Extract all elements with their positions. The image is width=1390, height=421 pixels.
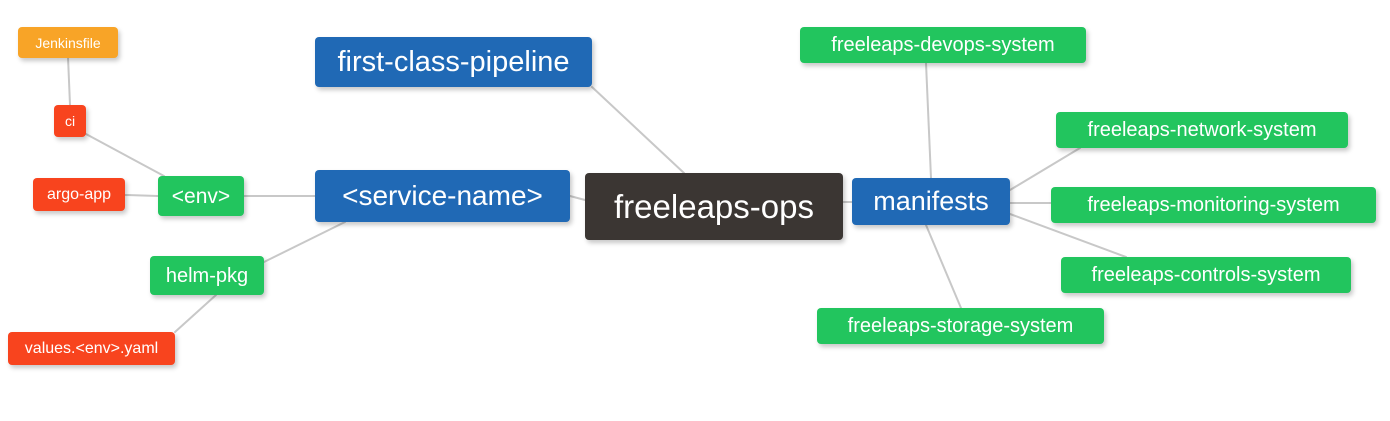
mindmap-node-label-ci: ci — [64, 113, 76, 129]
edge-first-class-pipeline-to-freeleaps-ops — [591, 86, 685, 174]
mindmap-node-monitoring-system[interactable]: freeleaps-monitoring-system — [1051, 187, 1376, 223]
mindmap-node-devops-system[interactable]: freeleaps-devops-system — [800, 27, 1086, 63]
mindmap-node-storage-system[interactable]: freeleaps-storage-system — [817, 308, 1104, 344]
mindmap-node-label-freeleaps-ops: freeleaps-ops — [614, 188, 814, 225]
mindmap-node-label-values-yaml: values.<env>.yaml — [24, 339, 159, 357]
edge-manifests-to-network-system — [1009, 147, 1081, 191]
mindmap-node-ci[interactable]: ci — [54, 105, 86, 137]
mindmap-node-first-class-pipeline[interactable]: first-class-pipeline — [315, 37, 592, 87]
mindmap-node-label-service-name: <service-name> — [342, 180, 543, 211]
mindmap-node-label-storage-system: freeleaps-storage-system — [847, 315, 1074, 337]
mindmap-node-label-env: <env> — [171, 184, 231, 208]
edge-manifests-to-devops-system — [925, 62, 932, 179]
edge-service-name-to-freeleaps-ops — [569, 195, 586, 201]
mindmap-node-controls-system[interactable]: freeleaps-controls-system — [1061, 257, 1351, 293]
mindmap-node-label-helm-pkg: helm-pkg — [165, 264, 249, 287]
mindmap-node-label-argo-app: argo-app — [46, 185, 112, 203]
mindmap-node-label-jenkinsfile: Jenkinsfile — [35, 34, 101, 51]
edge-jenkinsfile-to-ci — [67, 56, 71, 106]
mindmap-node-jenkinsfile[interactable]: Jenkinsfile — [18, 27, 118, 58]
mindmap-node-values-yaml[interactable]: values.<env>.yaml — [8, 332, 175, 365]
mindmap-node-label-network-system: freeleaps-network-system — [1087, 119, 1317, 141]
mindmap-node-helm-pkg[interactable]: helm-pkg — [150, 256, 264, 295]
mindmap-node-freeleaps-ops[interactable]: freeleaps-ops — [585, 173, 843, 240]
mindmap-node-label-first-class-pipeline: first-class-pipeline — [337, 45, 570, 78]
edge-helm-pkg-to-service-name — [263, 221, 346, 263]
edge-manifests-to-storage-system — [925, 224, 962, 309]
mindmap-node-argo-app[interactable]: argo-app — [33, 178, 125, 211]
mindmap-node-service-name[interactable]: <service-name> — [315, 170, 570, 222]
mindmap-node-label-controls-system: freeleaps-controls-system — [1091, 264, 1321, 286]
mindmap-node-label-manifests: manifests — [873, 186, 989, 216]
edge-ci-to-env — [85, 133, 165, 177]
edge-values-yaml-to-helm-pkg — [174, 294, 217, 333]
mindmap-node-network-system[interactable]: freeleaps-network-system — [1056, 112, 1348, 148]
edge-argo-app-to-env — [124, 194, 159, 197]
mindmap-node-env[interactable]: <env> — [158, 176, 244, 216]
mindmap-node-label-devops-system: freeleaps-devops-system — [831, 34, 1055, 56]
mindmap-node-label-monitoring-system: freeleaps-monitoring-system — [1087, 194, 1340, 216]
mindmap-node-manifests[interactable]: manifests — [852, 178, 1010, 225]
